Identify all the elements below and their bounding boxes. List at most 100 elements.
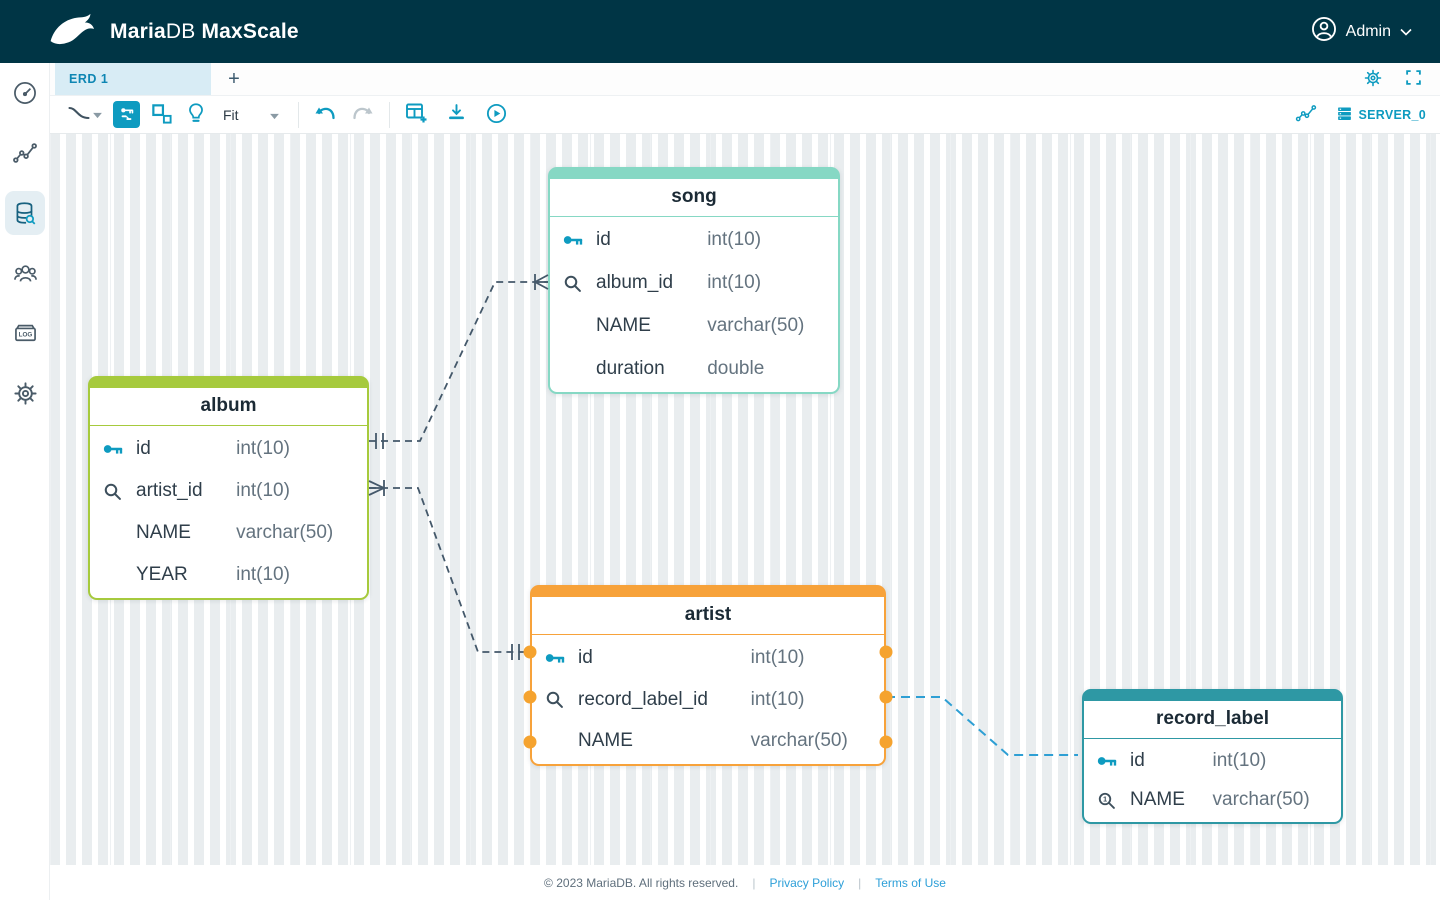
terms-of-use-link[interactable]: Terms of Use [875, 875, 946, 890]
gear-icon [1363, 68, 1383, 91]
column-type: int(10) [707, 229, 762, 251]
column-type: int(10) [1212, 749, 1267, 771]
sidebar-item-users[interactable] [0, 243, 50, 303]
server-link[interactable]: SERVER_0 [1336, 105, 1426, 125]
server-label: SERVER_0 [1358, 107, 1426, 122]
sidebar-item-logs[interactable]: LOG [0, 303, 50, 363]
play-circle-icon [485, 102, 508, 128]
column-name: id [136, 438, 151, 459]
suggestions-button[interactable] [183, 99, 209, 130]
key-icon [544, 649, 578, 667]
table-title[interactable]: artist [532, 597, 884, 635]
sidebar-item-settings[interactable] [0, 363, 50, 423]
add-tab-button[interactable]: + [228, 67, 240, 90]
tab-label: ERD 1 [69, 72, 109, 86]
table-title[interactable]: song [550, 179, 838, 217]
sidebar: LOG [0, 63, 50, 900]
table-title[interactable]: album [90, 388, 367, 426]
chevron-down-icon [92, 107, 103, 122]
dashboard-icon [5, 71, 45, 115]
chart-nodes-icon [5, 131, 45, 175]
admin-menu[interactable]: Admin [1311, 16, 1412, 47]
key-icon [562, 231, 596, 249]
export-script-button[interactable] [444, 100, 469, 129]
auto-arrange-button[interactable] [148, 100, 175, 130]
privacy-policy-link[interactable]: Privacy Policy [769, 875, 845, 890]
arrange-squares-icon [150, 102, 173, 128]
column-type: varchar(50) [750, 730, 848, 752]
key-icon [102, 440, 136, 458]
table-color-strip [1084, 691, 1341, 701]
entity-relation-key-button[interactable] [113, 101, 140, 128]
fullscreen-button[interactable] [1403, 67, 1424, 91]
sidebar-item-visualization[interactable] [0, 123, 50, 183]
column-name: NAME [596, 314, 651, 336]
brand: MariaDB MaxScale [48, 9, 299, 54]
toolbar-divider [297, 101, 299, 128]
table-color-strip [550, 169, 838, 179]
column-row-name[interactable]: NAME varchar(50) [532, 720, 884, 762]
footer-divider: | [858, 875, 862, 890]
diagram-settings-button[interactable] [1361, 66, 1385, 93]
table-color-strip [90, 378, 367, 388]
admin-label: Admin [1345, 22, 1391, 40]
undo-button[interactable] [311, 101, 340, 128]
curve-line-icon [66, 102, 92, 127]
column-row-id[interactable]: id int(10) [532, 637, 884, 679]
relation-artist-album[interactable] [368, 480, 530, 660]
copyright-text: © 2023 MariaDB. All rights reserved. [544, 875, 739, 890]
apply-script-button[interactable] [483, 100, 510, 130]
users-icon [5, 251, 45, 295]
tab-bar: ERD 1 + [50, 63, 1440, 96]
tab-erd-1[interactable]: ERD 1 [55, 63, 211, 95]
svg-text:LOG: LOG [18, 331, 32, 338]
column-type: int(10) [707, 272, 762, 294]
key-icon [1096, 752, 1130, 770]
column-row-name[interactable]: 1 NAME varchar(50) [1084, 781, 1341, 821]
column-name: NAME [136, 522, 191, 543]
table-plus-icon [404, 101, 428, 128]
graph-nodes-icon [1294, 102, 1318, 127]
svg-text:1: 1 [1103, 794, 1107, 803]
column-name: album_id [596, 272, 674, 294]
table-color-strip [532, 587, 884, 597]
zoom-fit-select[interactable]: Fit [217, 107, 286, 123]
create-table-button[interactable] [402, 99, 430, 130]
search-icon [562, 273, 596, 294]
chevron-down-icon [269, 107, 280, 123]
relation-record-label-artist[interactable] [886, 696, 1078, 756]
app-footer: © 2023 MariaDB. All rights reserved. | P… [50, 865, 1440, 900]
visualize-graph-button[interactable] [1292, 100, 1320, 129]
column-name: id [596, 229, 611, 251]
server-stack-icon [1336, 105, 1353, 125]
column-name: id [578, 646, 593, 668]
column-name: NAME [578, 730, 633, 752]
column-type: int(10) [750, 646, 805, 668]
column-row-id[interactable]: id int(10) [90, 428, 367, 470]
column-row-id[interactable]: id int(10) [550, 219, 838, 262]
search-icon [102, 481, 136, 502]
column-name: NAME [1130, 789, 1185, 811]
redo-button[interactable] [348, 101, 377, 128]
column-type: int(10) [236, 438, 290, 459]
sidebar-item-query-editor[interactable] [0, 183, 50, 243]
table-title[interactable]: record_label [1084, 701, 1341, 739]
relation-album-song[interactable] [369, 274, 549, 449]
sidebar-item-dashboard[interactable] [0, 63, 50, 123]
fullscreen-icon [1405, 69, 1422, 89]
column-row-album_id[interactable]: album_id int(10) [550, 262, 838, 305]
link-shape-button[interactable] [64, 100, 105, 129]
column-type: varchar(50) [1212, 789, 1310, 811]
